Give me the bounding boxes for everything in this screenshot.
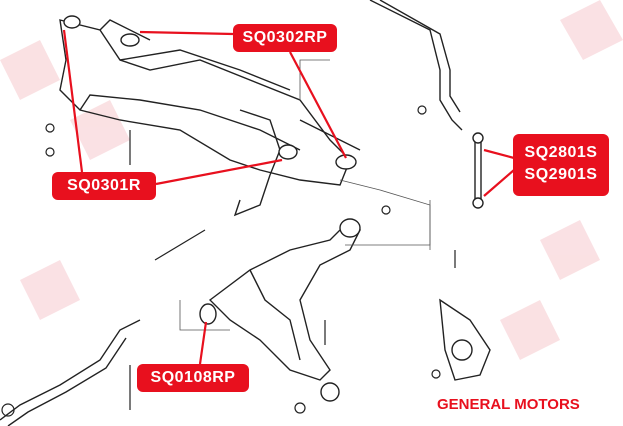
arm-bushings <box>199 218 361 402</box>
callout-sq0302rp: SQ0302RP <box>233 24 337 52</box>
callout-sq0108rp: SQ0108RP <box>137 364 249 392</box>
guide-lines <box>179 59 431 331</box>
brand-label: GENERAL MOTORS <box>437 396 580 413</box>
fasteners <box>1 105 456 417</box>
leader-lines <box>62 29 515 365</box>
stabilizer-link <box>472 132 484 209</box>
stabilizer-bar <box>0 0 463 426</box>
watermark-logos <box>0 0 623 360</box>
callout-sq2801s: SQ2801S <box>524 144 598 161</box>
callout-sq2801s-sq2901s: SQ2801S SQ2901S <box>513 134 609 196</box>
subframe-bushings <box>63 15 357 170</box>
callout-sq2901s: SQ2901S <box>524 166 598 183</box>
subframe <box>59 19 361 217</box>
callout-sq0301r: SQ0301R <box>52 172 156 200</box>
lower-control-arm <box>208 224 361 381</box>
steering-knuckle <box>439 298 491 381</box>
